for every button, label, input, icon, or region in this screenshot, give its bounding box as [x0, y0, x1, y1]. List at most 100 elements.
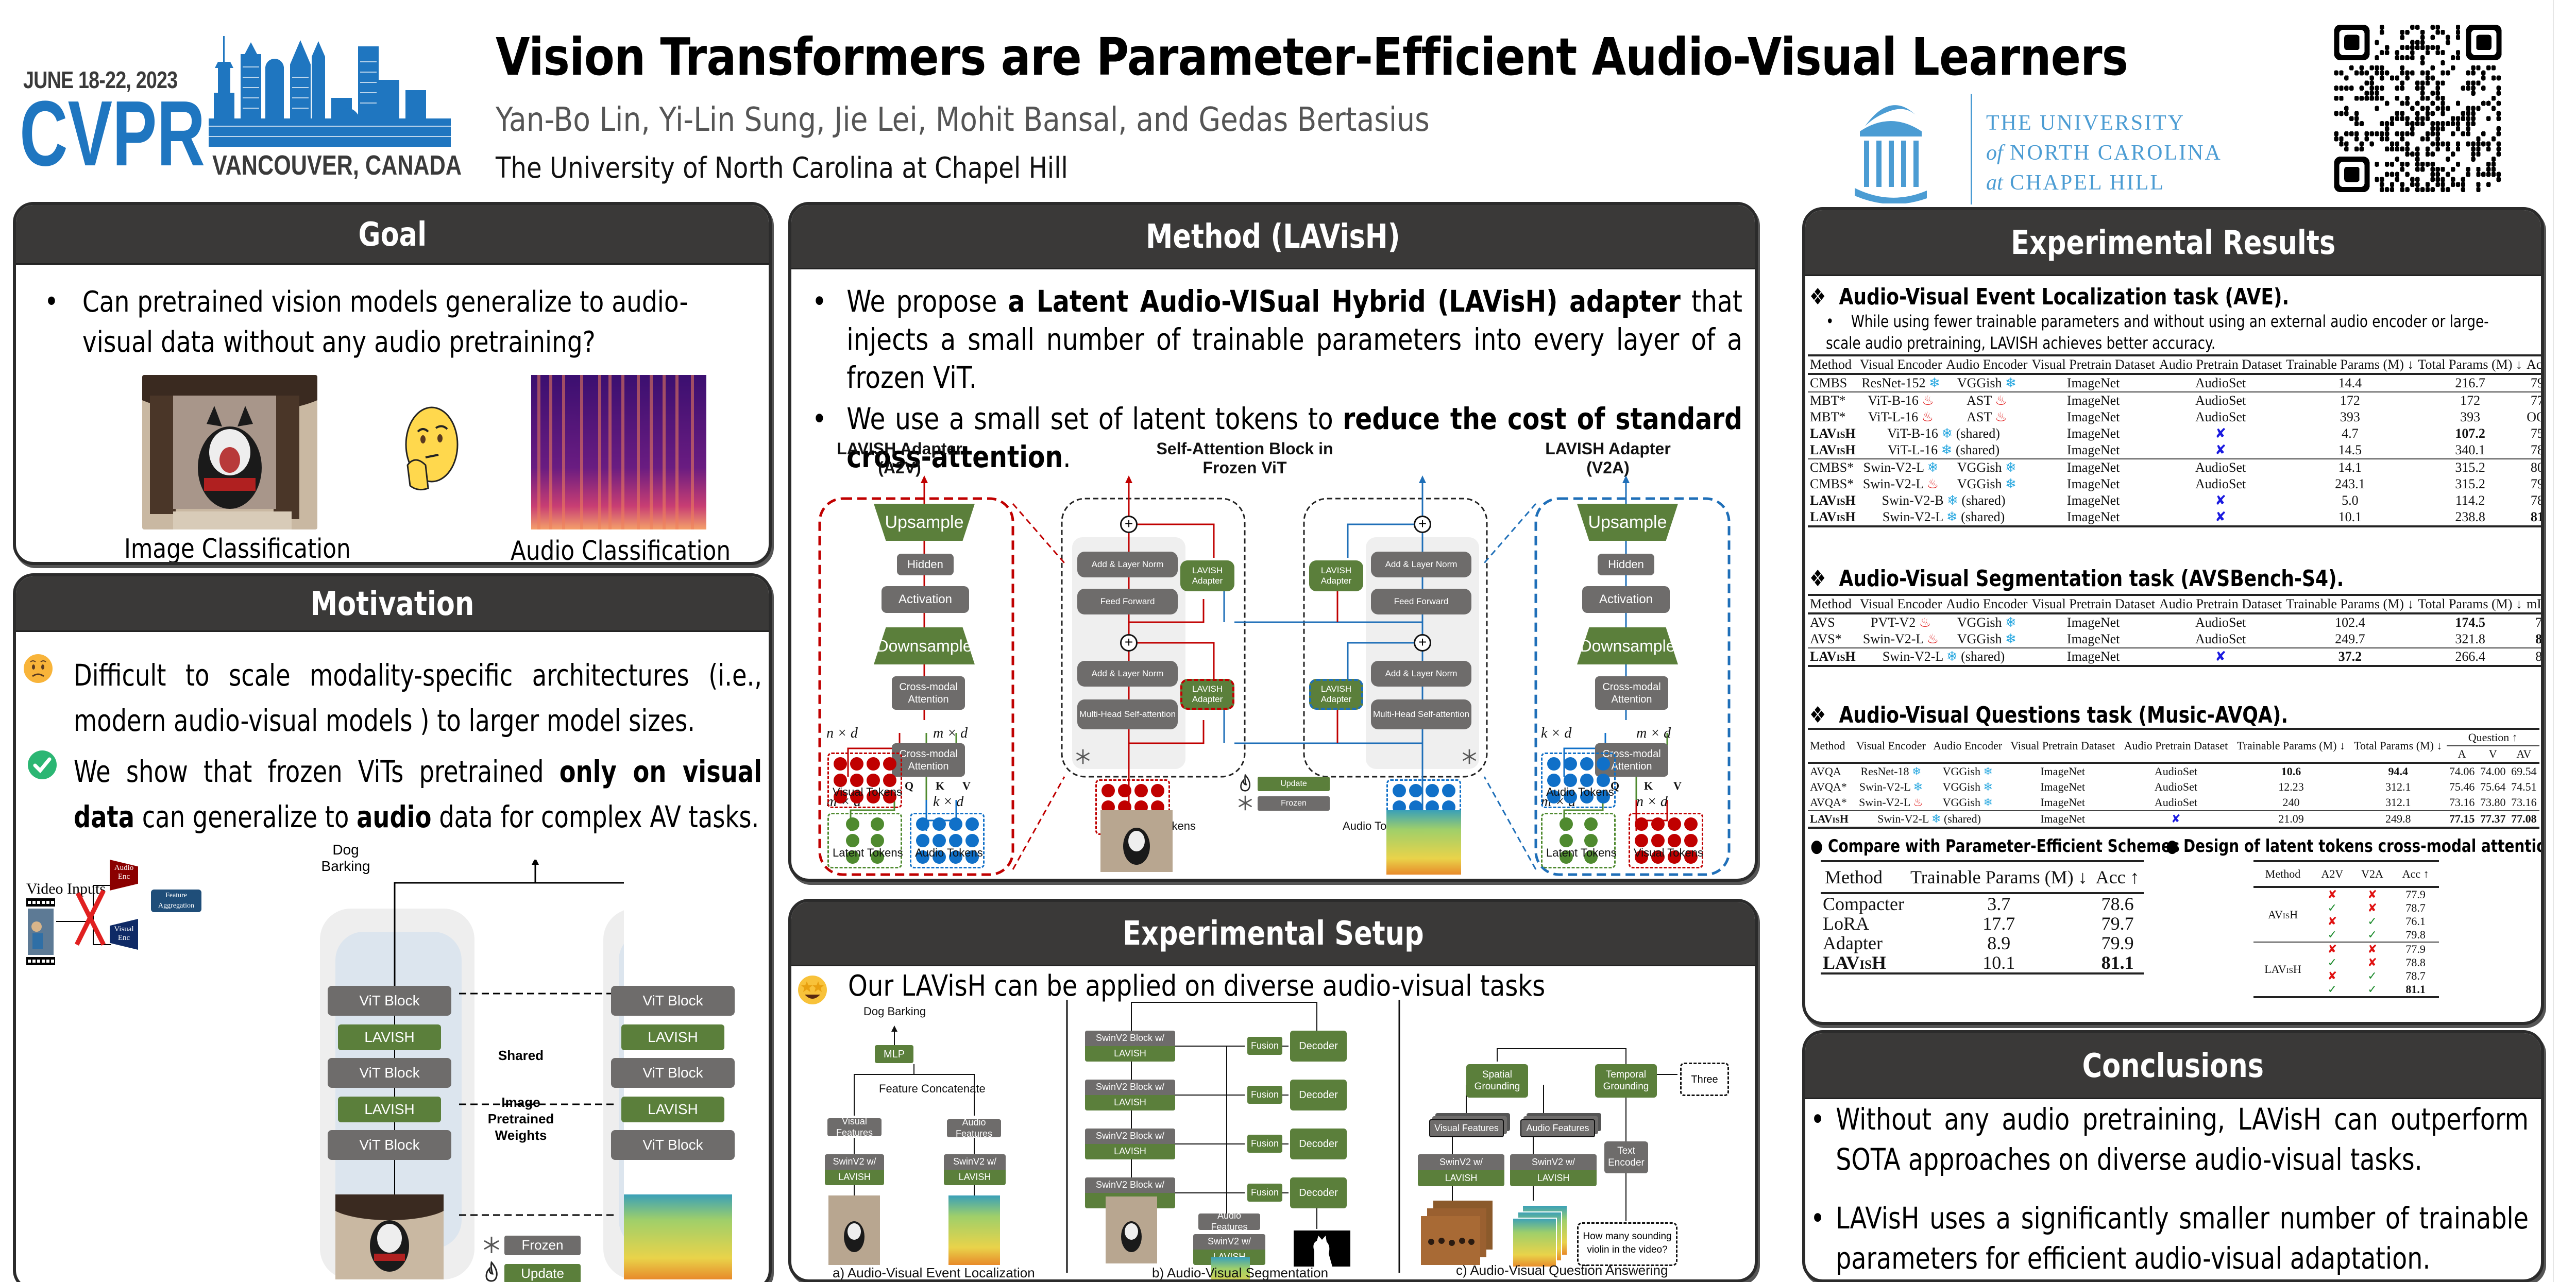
column-header: Visual Pretrain Dataset — [2029, 354, 2157, 374]
column-header: Visual Pretrain Dataset — [2029, 594, 2157, 613]
qr-code-icon[interactable] — [2333, 25, 2503, 192]
lavish-adapter: LAVISH Adapter — [1309, 560, 1363, 591]
audio-pretrain-cell: ✘ — [2215, 426, 2226, 441]
audio-classification-caption: Audio Classification — [511, 536, 731, 565]
v2a-audio-tokens — [1541, 753, 1616, 808]
results-title: Experimental Results — [2010, 224, 2336, 262]
column-header: Trainable Params (M) ↓ — [2284, 354, 2416, 374]
logo-divider — [1971, 94, 1972, 204]
question-score-cell: 73.16 — [2449, 796, 2475, 809]
audio-pretrain-cell: AudioSet — [2195, 476, 2246, 491]
method-cell: LoRA — [1823, 913, 1869, 934]
mot2-post: data for complex AV tasks. — [431, 799, 759, 834]
method-cell: CMBS* — [1810, 476, 1854, 491]
score-cell: 78.6 — [2101, 894, 2134, 914]
encoder-name: VGGish — [1957, 476, 2002, 491]
score-cell: 78.7 — [2405, 969, 2426, 982]
mot2-bold-1: only on visual data — [74, 754, 762, 834]
column-header: Question ↑ — [2446, 728, 2539, 746]
spectrogram-frames-image — [1513, 1206, 1567, 1268]
swin-block-label: SwinV2 Block w/ — [1085, 1177, 1175, 1193]
column-header: Acc ↑ — [2091, 860, 2144, 893]
method-cell: LAVisH — [1808, 442, 1858, 459]
mot2-pre: We show that frozen ViTs pretrained — [74, 754, 560, 789]
method-cell: AVS — [1810, 615, 1835, 630]
lavish-label: LAVISH — [944, 1170, 1006, 1185]
ave-swin-audio: SwinV2 w/ LAVISH — [944, 1154, 1006, 1185]
avqa-swin-visual: SwinV2 w/LAVISH — [1418, 1154, 1504, 1186]
token-dot — [1596, 757, 1610, 771]
encoder-name: VGGish — [1942, 765, 1980, 778]
lavish-block: LAVISH — [621, 1097, 724, 1122]
score-cell: 80.1 — [2535, 649, 2543, 664]
total-params-cell: 107.2 — [2455, 426, 2485, 441]
total-params-cell: 249.8 — [2385, 812, 2411, 825]
avqa-spatial-grounding: Spatial Grounding — [1466, 1064, 1528, 1098]
method-name: LAVisH — [1810, 493, 1856, 508]
feed-forward: Feed Forward — [1077, 589, 1178, 614]
lavish-adapter-a2v: LAVISH Adapter — [1180, 679, 1234, 710]
token-dot — [1580, 790, 1594, 804]
avqa-heading-text: Audio-Visual Questions task (Music-AVQA)… — [1839, 702, 2289, 728]
a2v-mxd-label: m × d — [933, 725, 968, 741]
a2v-k-label: K — [936, 779, 945, 792]
token-dot — [1392, 784, 1406, 797]
fire-icon: ♨ — [1923, 476, 1939, 491]
snowflake-icon: ❄ — [2002, 460, 2016, 475]
a2v-kxd-label: k × d — [933, 794, 964, 810]
motivation-title: Motivation — [310, 585, 474, 623]
column-header: Visual Pretrain Dataset — [2006, 728, 2120, 763]
score-cell: 77.9 — [2405, 888, 2426, 901]
fire-icon: ♨ — [1910, 796, 1923, 809]
page-edge — [2553, 0, 2554, 1282]
token-dot — [845, 850, 859, 864]
method-cell: AVisH — [2253, 887, 2312, 942]
audio-pretrain-cell: AudioSet — [2195, 631, 2246, 646]
audio-pretrain-cell: ✘ — [2215, 442, 2226, 457]
avs-heading-text: Audio-Visual Segmentation task (AVSBench… — [1839, 566, 2344, 592]
avqa-text-encoder: Text Encoder — [1604, 1141, 1648, 1173]
method-cell: Adapter — [1823, 933, 1883, 953]
token-dot — [833, 774, 847, 787]
encoder-cell: ViT-B-16 ♨ — [1858, 392, 1944, 409]
check-icon: ✓ — [2367, 969, 2377, 982]
encoder-name: ViT-L-16 — [1868, 409, 1919, 424]
shared-encoder-cell: Swin-V2-L ❄ (shared) — [1853, 811, 2006, 828]
peft-heading: ● Compare with Parameter-Efficient Schem… — [1810, 836, 2180, 857]
column-header: Method — [2253, 860, 2313, 887]
score-cell: 80.4 — [2530, 460, 2544, 475]
avs-caption: b) Audio-Visual Segmentation — [1152, 1265, 1329, 1280]
lavish-label: LAVISH — [825, 1170, 884, 1185]
token-dot — [1117, 784, 1131, 797]
snowflake-icon: ❄ — [1980, 780, 1993, 793]
column-header: Method — [1808, 354, 1858, 374]
v2a-latent-tokens — [1541, 813, 1616, 868]
unused-architecture-diagram — [56, 885, 111, 946]
audio-pretrain-cell: ✘ — [2171, 812, 2181, 825]
encoder-cell: VGGish ❄ — [1929, 763, 2006, 779]
conference-location: VANCOUVER, CANADA — [212, 150, 462, 181]
column-header: Trainable Params (M) ↓ — [2232, 728, 2350, 763]
column-header: Method — [1808, 594, 1858, 613]
fire-icon — [485, 1261, 498, 1282]
trainable-params-cell: 37.2 — [2338, 649, 2362, 664]
lavish-label: LAVISH — [1085, 1046, 1175, 1062]
shared-label: Shared — [498, 1048, 544, 1063]
score-cell: 81.1 — [2101, 952, 2134, 973]
v2a-cross-modal-attention-bottom: Cross-modal Attention — [1595, 743, 1668, 777]
encoder-name: VGGish — [1957, 615, 2002, 630]
token-dot — [883, 790, 896, 804]
a2v-audio-tokens — [910, 813, 985, 868]
dog-photo-icon — [142, 375, 317, 529]
ave-swin-visual: SwinV2 w/ LAVISH — [825, 1154, 884, 1185]
avs-audio-features: Audio Features — [1198, 1210, 1260, 1232]
v2a-hidden: Hidden — [1598, 554, 1654, 575]
method-cell: AVS* — [1810, 631, 1842, 646]
